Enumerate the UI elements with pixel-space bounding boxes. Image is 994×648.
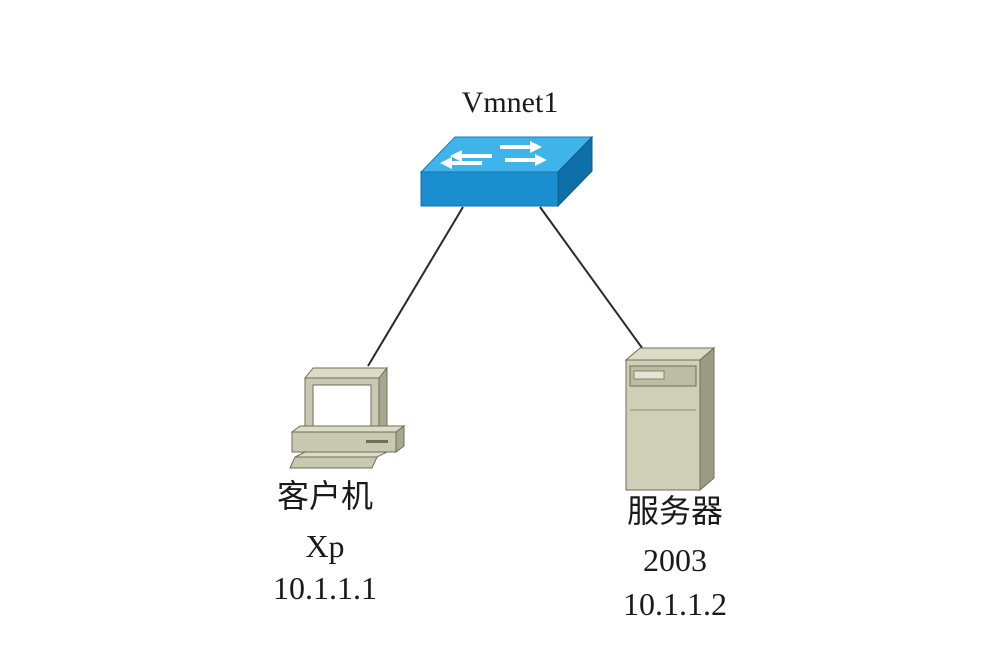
network-switch-icon xyxy=(419,135,594,208)
server-os-label: 2003 xyxy=(643,542,707,578)
server-name-label: 服务器 xyxy=(626,492,723,530)
client-ip-label: 10.1.1.1 xyxy=(273,570,377,606)
client-os-label: Xp xyxy=(305,528,345,564)
server-ip-label: 10.1.1.2 xyxy=(623,586,727,622)
client-name-label: 客户机 xyxy=(276,477,373,515)
switch-arrows-icon xyxy=(440,141,547,169)
switch-label: Vmnet1 xyxy=(461,86,559,119)
link-switch-client xyxy=(367,206,464,367)
desktop-computer-icon xyxy=(289,366,406,469)
tower-server-icon xyxy=(624,346,716,492)
link-switch-server xyxy=(539,206,646,353)
